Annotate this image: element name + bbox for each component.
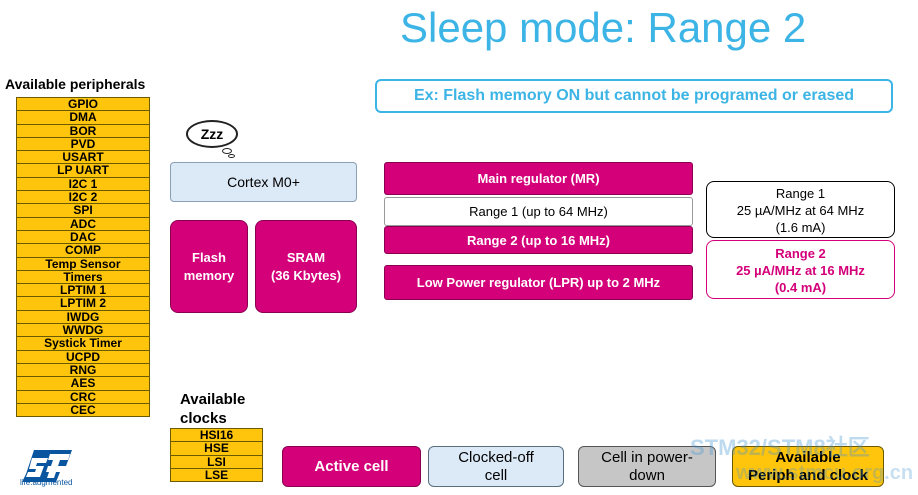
range2-info-line2: 25 µA/MHz at 16 MHz xyxy=(736,263,865,278)
peripheral-item: WWDG xyxy=(16,323,150,338)
peripheral-item: CEC xyxy=(16,402,150,418)
legend-clocked-off-line2: cell xyxy=(484,466,508,484)
legend-power-down-cell: Cell in power- down xyxy=(578,446,716,487)
legend-available-line1: Available xyxy=(775,448,841,466)
example-banner: Ex: Flash memory ON but cannot be progra… xyxy=(375,79,893,113)
page-title: Sleep mode: Range 2 xyxy=(400,4,807,51)
sram-cell: SRAM (36 Kbytes) xyxy=(255,220,357,313)
legend-active-cell: Active cell xyxy=(282,446,421,487)
peripheral-item: BOR xyxy=(16,123,150,138)
range1-info-box: Range 1 25 µA/MHz at 64 MHz (1.6 mA) xyxy=(706,181,895,238)
legend-available: Available Periph and clock xyxy=(732,446,884,487)
clocks-heading-line1: Available xyxy=(180,391,246,408)
peripheral-item: LPTIM 2 xyxy=(16,296,150,311)
flash-line2: memory xyxy=(183,267,235,283)
logo-tagline: life.augmented xyxy=(20,478,73,487)
peripheral-item: UCPD xyxy=(16,349,150,364)
peripheral-item: I2C 1 xyxy=(16,176,150,192)
peripheral-item: LPTIM 1 xyxy=(16,283,150,298)
sram-line2: (36 Kbytes) xyxy=(270,267,342,283)
bubble-dot-icon xyxy=(222,148,232,154)
peripheral-item: COMP xyxy=(16,243,150,258)
low-power-regulator: Low Power regulator (LPR) up to 2 MHz xyxy=(384,265,693,300)
sram-line1: SRAM xyxy=(286,249,326,265)
range1-info-line2: 25 µA/MHz at 64 MHz xyxy=(736,203,865,218)
range2-info-line3: (0.4 mA) xyxy=(774,280,827,295)
peripheral-item: AES xyxy=(16,376,150,391)
range2-info-box: Range 2 25 µA/MHz at 16 MHz (0.4 mA) xyxy=(706,240,895,299)
legend-power-down-line2: down xyxy=(629,466,665,484)
cortex-core: Cortex M0+ xyxy=(170,162,357,202)
bubble-dot-icon xyxy=(228,154,235,158)
range1-regulator: Range 1 (up to 64 MHz) xyxy=(384,197,693,226)
main-regulator: Main regulator (MR) xyxy=(384,162,693,195)
peripheral-item: IWDG xyxy=(16,309,150,325)
watermark-line2: www.stmcu.org.cn xyxy=(736,462,914,484)
peripheral-item: Systick Timer xyxy=(16,336,150,351)
clock-item: LSE xyxy=(170,467,263,483)
peripheral-item: SPI xyxy=(16,203,150,218)
peripheral-item: CRC xyxy=(16,389,150,404)
peripheral-item: RNG xyxy=(16,362,150,378)
clock-item: HSE xyxy=(170,441,263,456)
clock-item: HSI16 xyxy=(170,428,263,443)
clocks-heading: Available clocks xyxy=(180,390,245,428)
sleep-bubble-icon: Zzz xyxy=(186,120,238,148)
legend-clocked-off-line1: Clocked-off xyxy=(458,448,534,466)
peripherals-heading: Available peripherals xyxy=(5,76,146,92)
flash-line1: Flash xyxy=(192,249,226,265)
st-logo-icon xyxy=(22,450,72,482)
peripheral-item: I2C 2 xyxy=(16,190,150,205)
peripheral-item: DAC xyxy=(16,229,150,245)
peripheral-item: ADC xyxy=(16,216,150,231)
clock-item: LSI xyxy=(170,454,263,469)
peripheral-item: Timers xyxy=(16,269,150,285)
clocks-heading-line2: clocks xyxy=(180,410,227,427)
peripheral-item: USART xyxy=(16,150,150,165)
range1-info-line1: Range 1 xyxy=(775,186,826,201)
watermark-line1: STM32/STM8社区 xyxy=(690,435,870,460)
peripheral-item: DMA xyxy=(16,110,150,125)
peripheral-item: PVD xyxy=(16,136,150,152)
flash-memory-cell: Flash memory xyxy=(170,220,248,313)
legend-available-line2: Periph and clock xyxy=(747,466,869,484)
peripheral-item: Temp Sensor xyxy=(16,256,150,271)
range2-regulator: Range 2 (up to 16 MHz) xyxy=(384,226,693,254)
peripheral-item: GPIO xyxy=(16,97,150,112)
legend-power-down-line1: Cell in power- xyxy=(601,448,693,466)
peripheral-item: LP UART xyxy=(16,163,150,178)
range2-info-line1: Range 2 xyxy=(775,246,826,261)
legend-clocked-off-cell: Clocked-off cell xyxy=(428,446,564,487)
range1-info-line3: (1.6 mA) xyxy=(775,220,826,235)
